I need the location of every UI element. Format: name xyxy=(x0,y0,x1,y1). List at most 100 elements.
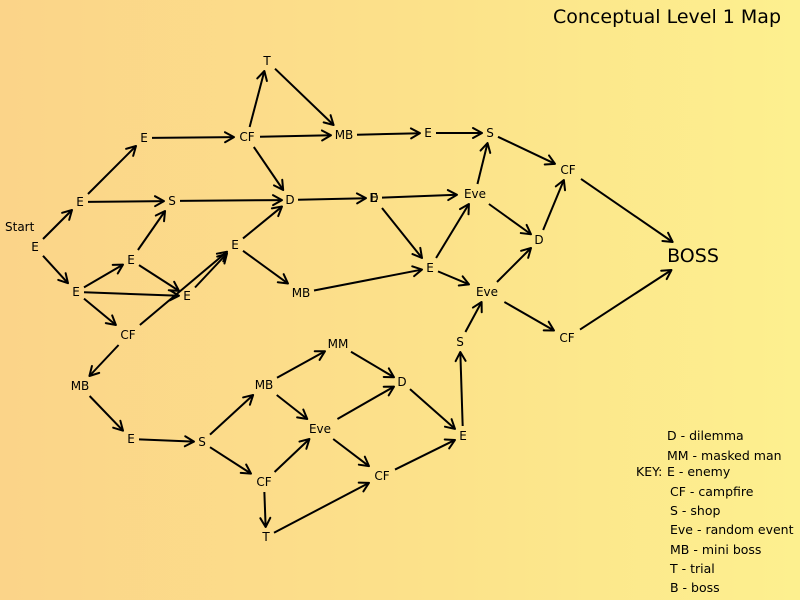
edge-line xyxy=(579,269,673,331)
map-node: Eve xyxy=(309,422,331,436)
arrowhead-icon xyxy=(660,269,673,281)
map-edge-arrow xyxy=(276,394,309,420)
map-edge-arrow xyxy=(194,252,228,289)
edge-line xyxy=(139,250,228,326)
map-edge-arrow xyxy=(252,146,285,191)
legend-item: E - enemy xyxy=(667,464,731,479)
edge-line xyxy=(394,439,456,471)
legend-item: CF - campfire xyxy=(670,484,754,499)
edge-line xyxy=(273,481,370,534)
map-node: CF xyxy=(120,328,135,342)
arrowhead-icon xyxy=(411,265,423,278)
edge-line xyxy=(83,297,117,326)
start-label: Start xyxy=(5,220,35,234)
arrowhead-icon xyxy=(542,320,555,332)
arrowhead-icon xyxy=(215,250,228,263)
map-edge-arrow xyxy=(496,247,532,283)
map-edge-arrow xyxy=(87,195,165,208)
edge-line xyxy=(273,438,311,473)
edge-line xyxy=(88,344,120,377)
map-edge-arrow xyxy=(313,265,423,292)
edge-line xyxy=(179,199,283,202)
arrowhead-icon xyxy=(472,127,483,139)
arrowhead-icon xyxy=(239,463,252,475)
map-edge-arrow xyxy=(409,388,456,430)
map-edge-arrow xyxy=(503,301,555,332)
arrowhead-icon xyxy=(271,194,283,207)
map-node: E xyxy=(459,429,467,443)
arrowhead-icon xyxy=(112,419,124,432)
edge-line xyxy=(356,132,421,136)
map-edge-arrow xyxy=(42,209,73,240)
map-edge-arrow xyxy=(259,491,272,528)
edge-line xyxy=(497,135,556,165)
map-node: Eve xyxy=(464,187,486,201)
edge-line xyxy=(476,142,489,185)
map-node: S xyxy=(456,335,464,349)
map-edge-arrow xyxy=(350,350,395,379)
edge-line xyxy=(248,70,266,128)
map-edge-arrow xyxy=(356,127,421,140)
legend-item: MM - masked man xyxy=(667,448,782,463)
arrowhead-icon xyxy=(154,210,167,223)
arrowhead-icon xyxy=(382,367,395,379)
edge-line xyxy=(332,438,370,467)
arrowhead-icon xyxy=(270,205,283,218)
arrowhead-icon xyxy=(322,114,335,126)
arrowhead-icon xyxy=(520,247,532,259)
edge-line xyxy=(488,203,532,236)
map-edge-arrow xyxy=(273,481,370,534)
arrowhead-icon xyxy=(479,142,492,154)
edge-line xyxy=(464,301,483,333)
legend-item: B - boss xyxy=(670,580,720,595)
map-node: E xyxy=(370,191,378,205)
arrowhead-icon xyxy=(357,455,370,468)
edge-line xyxy=(137,210,166,251)
arrowhead-icon xyxy=(382,385,395,397)
map-node: MB xyxy=(71,379,90,393)
map-node: E xyxy=(140,131,148,145)
map-edge-arrow xyxy=(464,301,483,333)
map-edge-arrow xyxy=(437,270,470,287)
edge-line xyxy=(83,263,124,289)
map-node: Eve xyxy=(476,285,498,299)
map-node: E xyxy=(31,240,39,254)
edge-line xyxy=(138,438,195,443)
arrowhead-icon xyxy=(357,481,370,493)
arrowhead-icon xyxy=(223,131,235,144)
edge-line xyxy=(276,350,326,379)
edge-line xyxy=(336,385,395,420)
map-edge-arrow xyxy=(83,297,117,326)
map-edge-arrow xyxy=(542,179,567,231)
map-node: E xyxy=(183,289,191,303)
map-node: D xyxy=(369,191,378,205)
edge-line xyxy=(151,136,235,139)
edge-line xyxy=(42,209,73,240)
edge-line xyxy=(252,146,285,191)
arrowhead-icon xyxy=(57,272,69,285)
map-edge-arrow xyxy=(273,438,311,473)
map-node: CF xyxy=(239,130,254,144)
map-edge-arrow xyxy=(83,263,124,289)
edge-line xyxy=(138,264,180,292)
edge-line xyxy=(87,200,165,203)
map-edge-arrow xyxy=(276,350,326,379)
map-node: E xyxy=(76,195,84,209)
map-node: E xyxy=(127,432,135,446)
edge-line xyxy=(88,395,124,432)
edge-line xyxy=(437,270,470,286)
arrowhead-icon xyxy=(104,314,117,326)
legend-item: D - dilemma xyxy=(667,428,744,443)
page-title: Conceptual Level 1 Map xyxy=(553,6,781,28)
edge-line xyxy=(87,145,137,195)
map-edge-arrow xyxy=(579,269,673,331)
edge-line xyxy=(542,179,565,231)
map-node: D xyxy=(534,233,543,247)
map-edge-arrow xyxy=(209,446,252,475)
map-node: E xyxy=(72,285,80,299)
map-node: E xyxy=(424,126,432,140)
arrowhead-icon xyxy=(454,351,467,363)
map-edge-arrow xyxy=(580,178,674,243)
map-node: D xyxy=(397,375,406,389)
